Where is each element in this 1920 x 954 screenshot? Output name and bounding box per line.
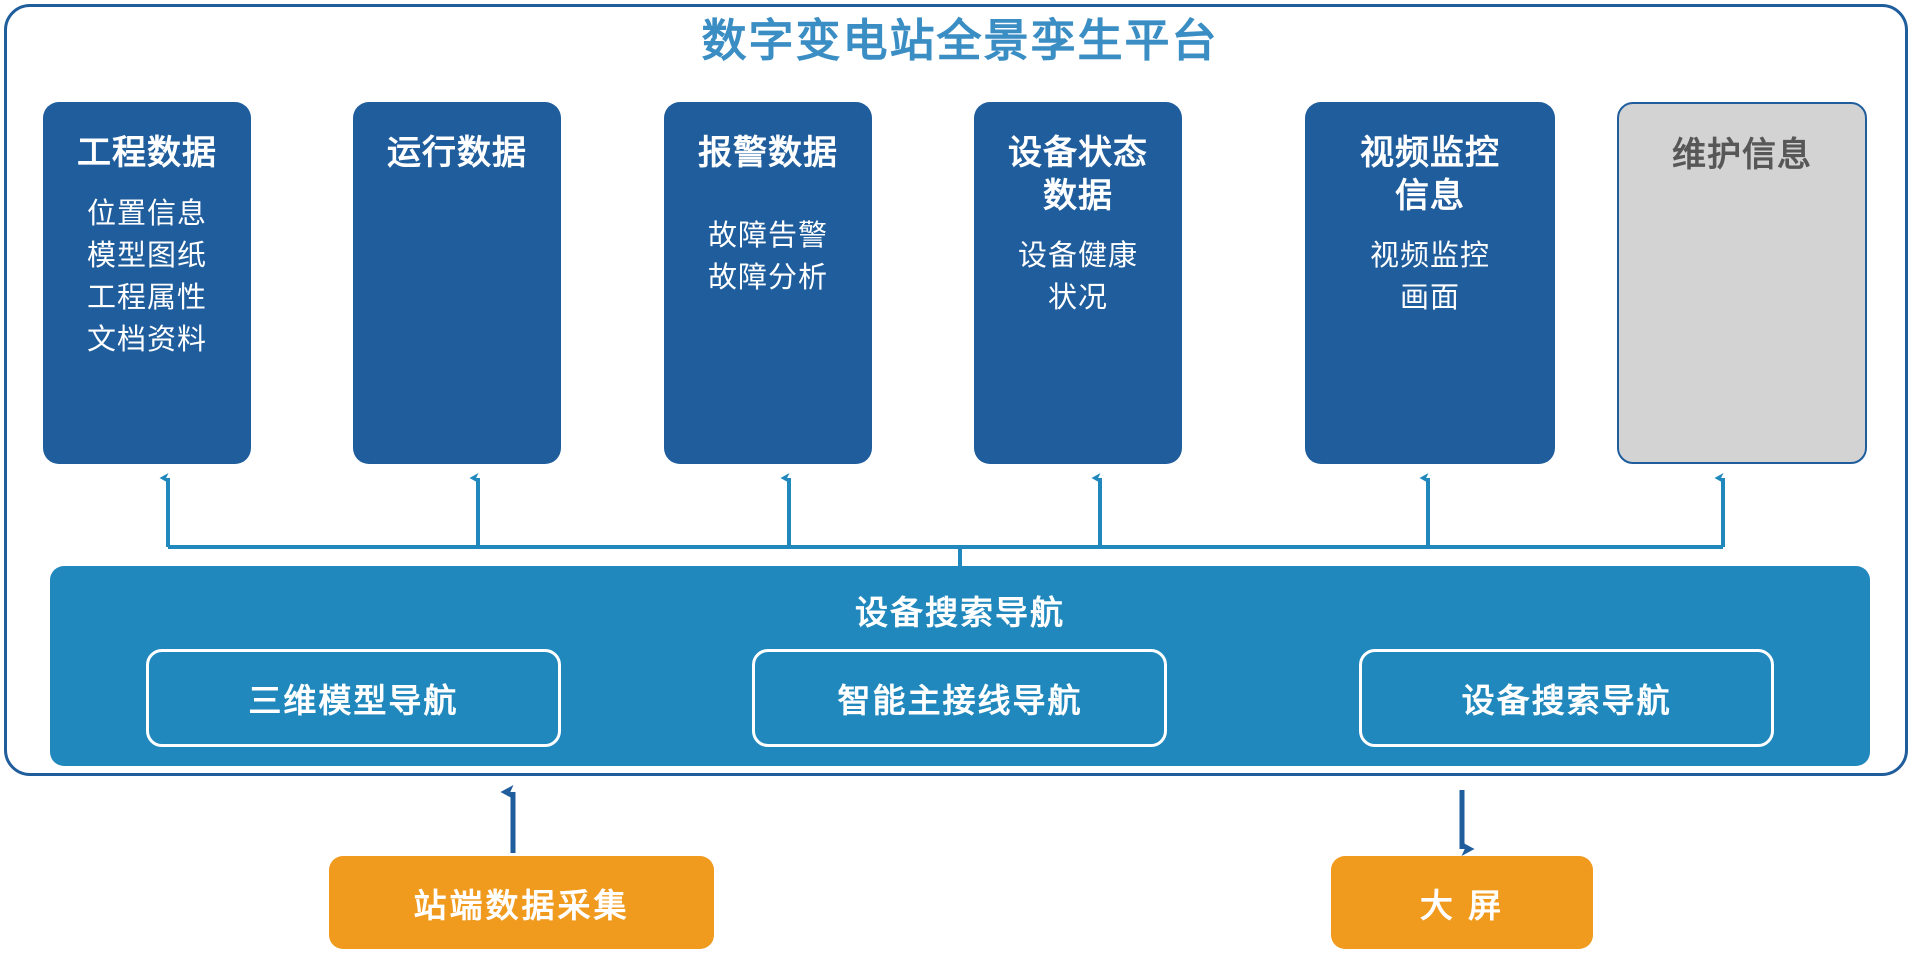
- data-card-item: 设备健康: [1017, 240, 1138, 272]
- data-card-item: 故障告警: [707, 219, 828, 252]
- data-card-alarm-data[interactable]: 报警数据 故障告警 故障分析: [664, 102, 872, 464]
- data-card-item: 画面: [1399, 282, 1460, 315]
- nav-button-device-search[interactable]: 设备搜索导航: [1359, 649, 1775, 747]
- data-card-item: 视频监控: [1369, 240, 1490, 272]
- device-search-nav-band: 设备搜索导航 三维模型导航 智能主接线导航 设备搜索导航: [50, 566, 1870, 766]
- page-title: 数字变电站全景孪生平台: [701, 15, 1219, 66]
- data-card-item: 工程属性: [86, 281, 207, 314]
- data-card-items: 故障告警 故障分析: [664, 215, 872, 299]
- node-large-screen[interactable]: 大 屏: [1331, 856, 1593, 949]
- nav-button-3d-model[interactable]: 三维模型导航: [145, 649, 561, 747]
- data-card-item: 状况: [1047, 282, 1108, 315]
- data-card-items: 视频监控 画面: [1305, 235, 1555, 319]
- data-card-item: 模型图纸: [86, 239, 207, 272]
- data-card-item: 故障分析: [707, 261, 828, 294]
- nav-button-group: 三维模型导航 智能主接线导航 设备搜索导航: [50, 648, 1870, 748]
- data-card-engineering-data[interactable]: 工程数据 位置信息 模型图纸 工程属性 文档资料: [43, 102, 251, 464]
- data-card-title: 运行数据: [387, 134, 527, 172]
- data-card-video-monitor-info[interactable]: 视频监控 信息 视频监控 画面: [1305, 102, 1555, 464]
- node-station-data-collection[interactable]: 站端数据采集: [329, 856, 714, 949]
- data-card-operation-data[interactable]: 运行数据: [353, 102, 561, 464]
- nav-button-smart-wiring[interactable]: 智能主接线导航: [752, 649, 1168, 747]
- data-card-items: 设备健康 状况: [974, 235, 1182, 319]
- data-card-title: 报警数据: [698, 134, 838, 172]
- data-card-maintenance-info[interactable]: 维护信息: [1617, 102, 1867, 464]
- data-card-title: 视频监控 信息: [1360, 134, 1500, 215]
- data-cards-row: 工程数据 位置信息 模型图纸 工程属性 文档资料 运行数据 报警数据 故障告警 …: [0, 102, 1920, 464]
- data-card-item: 文档资料: [86, 323, 207, 356]
- data-card-item: 位置信息: [86, 197, 207, 230]
- data-card-title: 工程数据: [77, 134, 217, 172]
- data-card-items: 位置信息 模型图纸 工程属性 文档资料: [43, 193, 251, 361]
- data-card-title: 设备状态 数据: [1008, 134, 1148, 215]
- data-card-title: 维护信息: [1672, 136, 1812, 174]
- nav-band-title: 设备搜索导航: [855, 594, 1065, 631]
- data-card-device-status-data[interactable]: 设备状态 数据 设备健康 状况: [974, 102, 1182, 464]
